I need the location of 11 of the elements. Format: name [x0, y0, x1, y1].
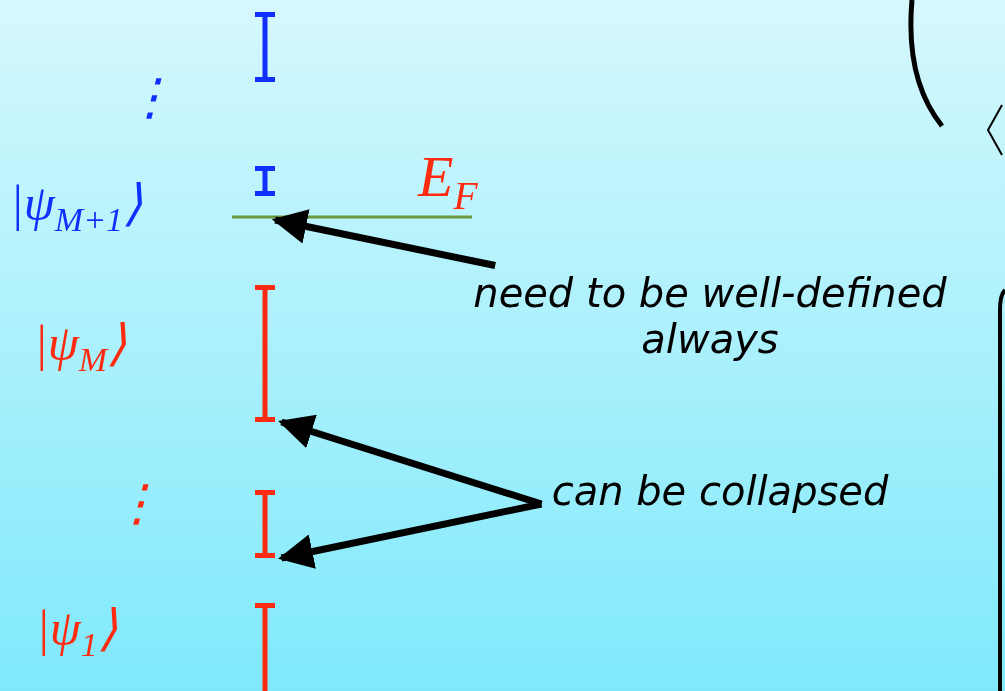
vertical-ellipsis: ⋮ — [112, 478, 162, 528]
state-label: |ψ$_{M+1}$⟩ — [10, 178, 144, 237]
annotation-text: need to be well-defined always — [410, 262, 1005, 380]
fermi-energy-label: E$_{F}$ — [418, 148, 478, 217]
state-label: |ψ$_{1}$⟩ — [36, 603, 118, 662]
arrow — [271, 209, 496, 269]
arrow — [278, 500, 543, 569]
annotation-text: can be collapsed — [545, 468, 895, 528]
state-label: |ψ$_{M}$⟩ — [34, 318, 128, 377]
fermi-level-line — [232, 214, 472, 220]
vertical-ellipsis: ⋮ — [125, 72, 175, 122]
